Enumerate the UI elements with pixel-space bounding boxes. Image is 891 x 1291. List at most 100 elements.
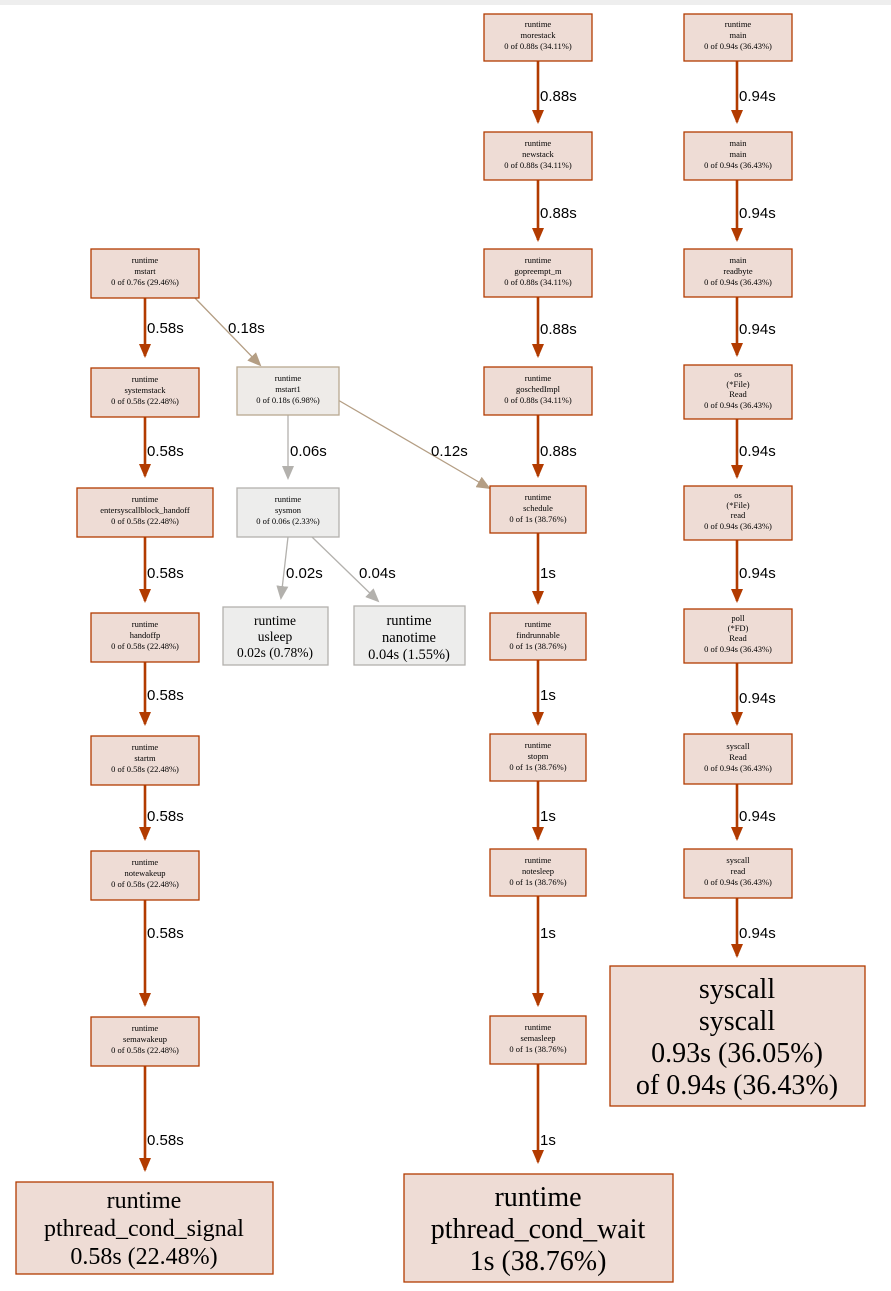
edge-os-file-read-os-file-read-lower: 0.94s	[731, 419, 776, 479]
edge-label: 0.94s	[739, 205, 776, 222]
edge-label: 1s	[540, 1132, 556, 1149]
edge-label: 0.58s	[147, 925, 184, 942]
edge-label: 0.04s	[359, 565, 396, 582]
edge-handoffp-startm: 0.58s	[139, 662, 184, 726]
edge-label: 0.88s	[540, 443, 577, 460]
edge-label: 1s	[540, 808, 556, 825]
edge-label: 0.94s	[739, 321, 776, 338]
edge-label: 0.94s	[739, 565, 776, 582]
edge-findrunnable-stopm: 1s	[532, 660, 556, 726]
edge-entersyscallblock-handoffp: 0.58s	[139, 537, 184, 603]
edge-gosched-schedule: 0.88s	[532, 415, 577, 478]
edge-label: 0.94s	[739, 443, 776, 460]
edge-startm-notewakeup: 0.58s	[139, 785, 184, 841]
top-bar	[0, 0, 891, 5]
edge-syscall-read-syscall-read-lower: 0.94s	[731, 784, 776, 841]
edge-label: 0.18s	[228, 320, 265, 337]
edge-newstack-gopreempt: 0.88s	[532, 180, 577, 242]
edge-label: 1s	[540, 687, 556, 704]
edge-label: 1s	[540, 565, 556, 582]
edge-stopm-notesleep: 1s	[532, 781, 556, 841]
edge-label: 0.58s	[147, 443, 184, 460]
edge-label: 0.94s	[739, 808, 776, 825]
edge-notesleep-semasleep: 1s	[532, 896, 556, 1007]
edge-label: 0.06s	[290, 443, 327, 460]
edge-mstart1-sysmon: 0.06s	[282, 415, 327, 480]
edge-label: 0.58s	[147, 1132, 184, 1149]
edge-label: 0.12s	[431, 443, 468, 460]
edge-semawakeup-pthread-cond-signal: 0.58s	[139, 1066, 184, 1172]
edge-label: 0.88s	[540, 321, 577, 338]
edge-label: 0.94s	[739, 88, 776, 105]
edge-label: 0.94s	[739, 925, 776, 942]
edge-label: 0.58s	[147, 687, 184, 704]
edge-runtime-main-main-main: 0.94s	[731, 61, 776, 124]
edge-gopreempt-gosched: 0.88s	[532, 297, 577, 358]
edge-syscall-read-syscall-syscall: 0.94s	[731, 898, 776, 958]
edge-os-file-read-poll-fd-read: 0.94s	[731, 540, 776, 603]
edge-label: 0.94s	[739, 690, 776, 707]
edge-label: 0.88s	[540, 205, 577, 222]
edge-mstart-mstart1: 0.18s	[194, 297, 265, 367]
edge-mstart1-schedule: 0.12s	[337, 399, 491, 490]
edge-label: 0.58s	[147, 320, 184, 337]
edge-mstart-systemstack: 0.58s	[139, 298, 184, 358]
